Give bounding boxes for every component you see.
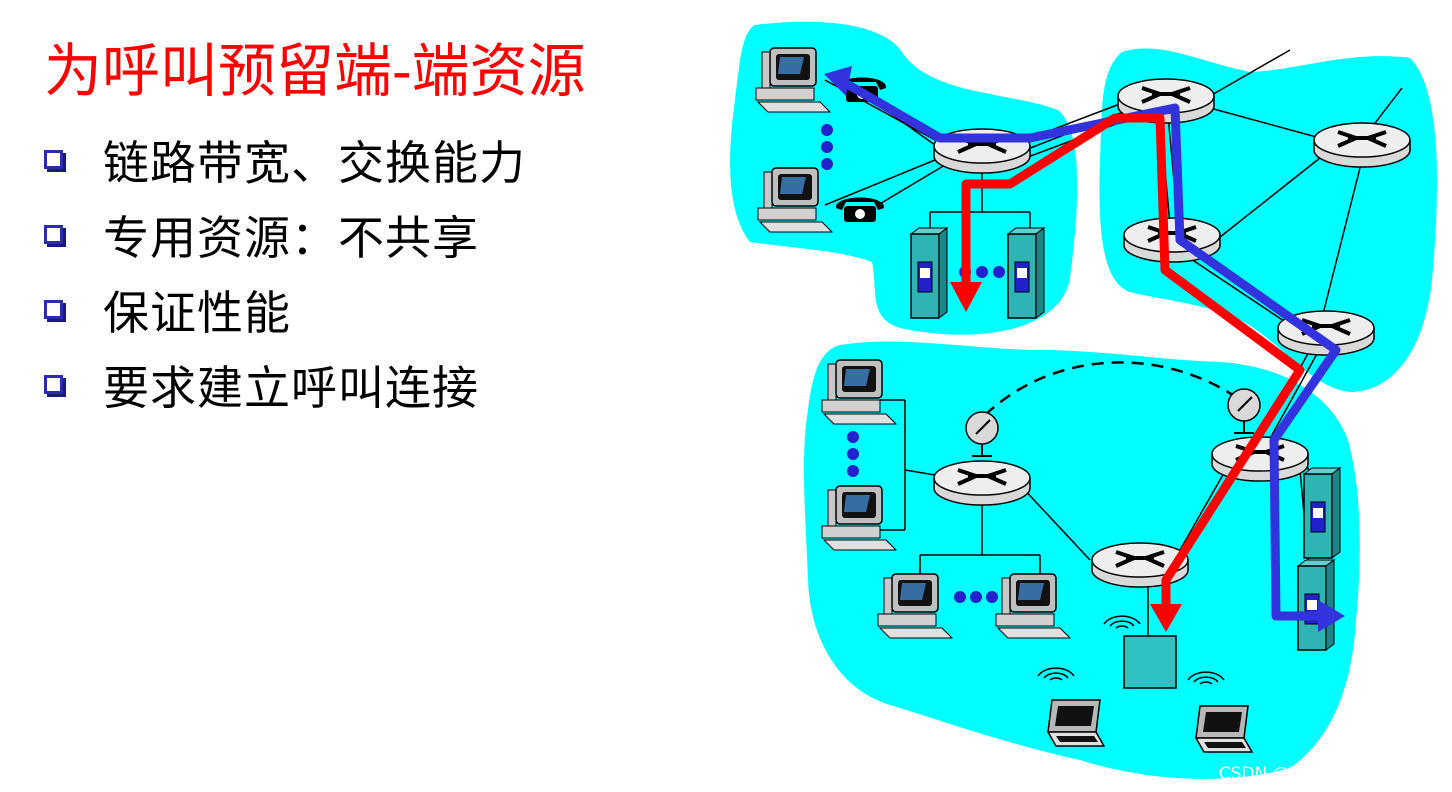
- router-icon: [1210, 435, 1310, 483]
- bullet-item: 要求建立呼叫连接: [44, 347, 526, 422]
- red-call-path: [961, 113, 1305, 610]
- bullet-text: 保证性能: [103, 285, 291, 340]
- laptop-icon: [1195, 705, 1253, 753]
- blue-arrow-head: [824, 66, 852, 96]
- checkbox-bullet-icon: [44, 150, 63, 169]
- slide-title: 为呼叫预留端-端资源: [44, 37, 586, 105]
- bullet-list: 链路带宽、交换能力 专用资源：不共享 保证性能 要求建立呼叫连接: [44, 122, 526, 422]
- router-icon: [1312, 121, 1412, 169]
- red-arrow-head: [1150, 604, 1182, 632]
- checkbox-bullet-icon: [44, 375, 63, 394]
- server-icon: [1007, 227, 1045, 319]
- wireless-base-station: [1123, 635, 1177, 689]
- router-icon: [932, 459, 1032, 507]
- bullet-text: 专用资源：不共享: [103, 210, 479, 265]
- blue-arrow-head: [1318, 600, 1345, 632]
- server-icon: [910, 227, 948, 319]
- watermark: CSDN @Ybb_studyRecord: [1218, 764, 1436, 784]
- bullet-item: 保证性能: [44, 272, 526, 347]
- satellite-link: [984, 361, 1241, 416]
- bullet-text: 要求建立呼叫连接: [103, 360, 479, 415]
- checkbox-bullet-icon: [44, 300, 63, 319]
- bullet-item: 链路带宽、交换能力: [44, 122, 526, 197]
- server-icon: [1303, 467, 1341, 559]
- server-icon: [1297, 559, 1335, 651]
- laptop-icon: [1047, 699, 1105, 747]
- bullet-text: 链路带宽、交换能力: [103, 135, 526, 190]
- red-arrow-head: [950, 282, 982, 312]
- network-cloud-top-left: [730, 21, 1078, 335]
- bullet-item: 专用资源：不共享: [44, 197, 526, 272]
- checkbox-bullet-icon: [44, 225, 63, 244]
- blue-call-path: [837, 76, 1341, 621]
